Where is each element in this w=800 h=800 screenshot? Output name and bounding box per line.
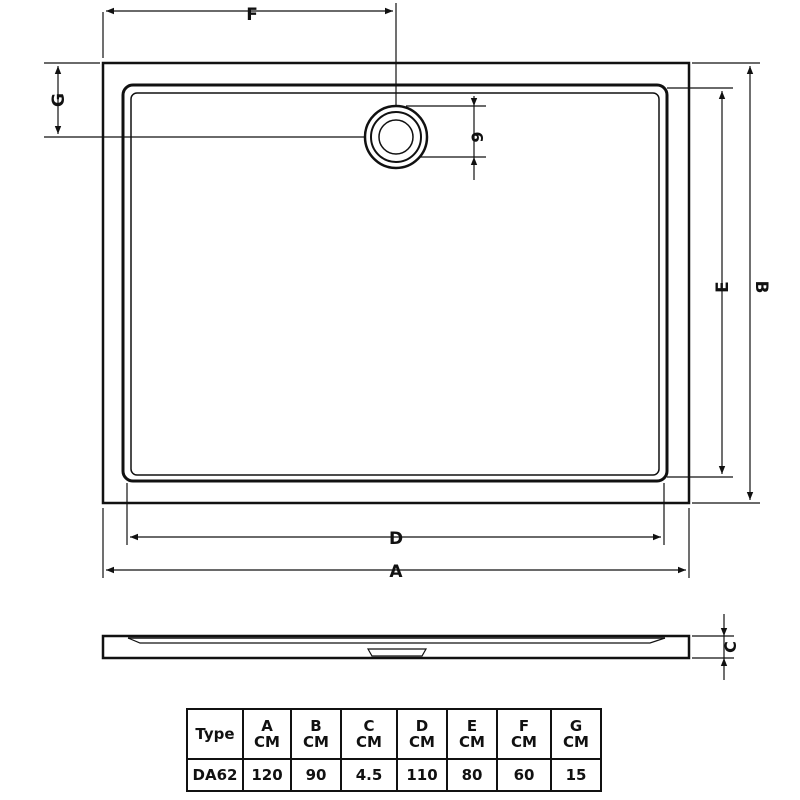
dimension-label-a: A (389, 562, 403, 582)
dimension-label-b: B (751, 281, 771, 294)
top-view (101, 61, 691, 505)
table-cell-c: 4.5 (340, 758, 398, 792)
dimension-f (102, 3, 397, 106)
table-cell-f: 60 (496, 758, 552, 792)
table-cell-a: 120 (242, 758, 292, 792)
dimension-label-g: G (49, 93, 69, 107)
tray-basin-outer (121, 83, 669, 483)
table-cell-d: 110 (396, 758, 448, 792)
table-row: DA62 120 90 4.5 110 80 60 15 (186, 758, 602, 792)
dimension-label-c: C (721, 641, 740, 653)
table-cell-type: DA62 (186, 758, 244, 792)
tray-outer-edge (101, 61, 691, 505)
drain-waste (363, 104, 429, 170)
table-header-type: Type (186, 708, 244, 760)
dimension-a (102, 508, 690, 578)
dimension-drain (406, 96, 486, 180)
table-cell-g: 15 (550, 758, 602, 792)
dimension-d (126, 483, 665, 545)
dimension-label-e: E (713, 281, 733, 293)
dimension-g (44, 62, 366, 138)
dimension-label-drain: 9 (468, 131, 487, 142)
dimension-c (692, 614, 734, 680)
table-cell-b: 90 (290, 758, 342, 792)
dimension-e (667, 87, 733, 478)
side-view (101, 634, 691, 660)
tray-side-profile (101, 634, 691, 660)
dimension-label-d: D (389, 529, 403, 549)
dimension-b (692, 62, 760, 504)
tray-basin-inner (130, 92, 660, 476)
table-cell-e: 80 (446, 758, 498, 792)
dimension-label-f: F (246, 5, 258, 25)
